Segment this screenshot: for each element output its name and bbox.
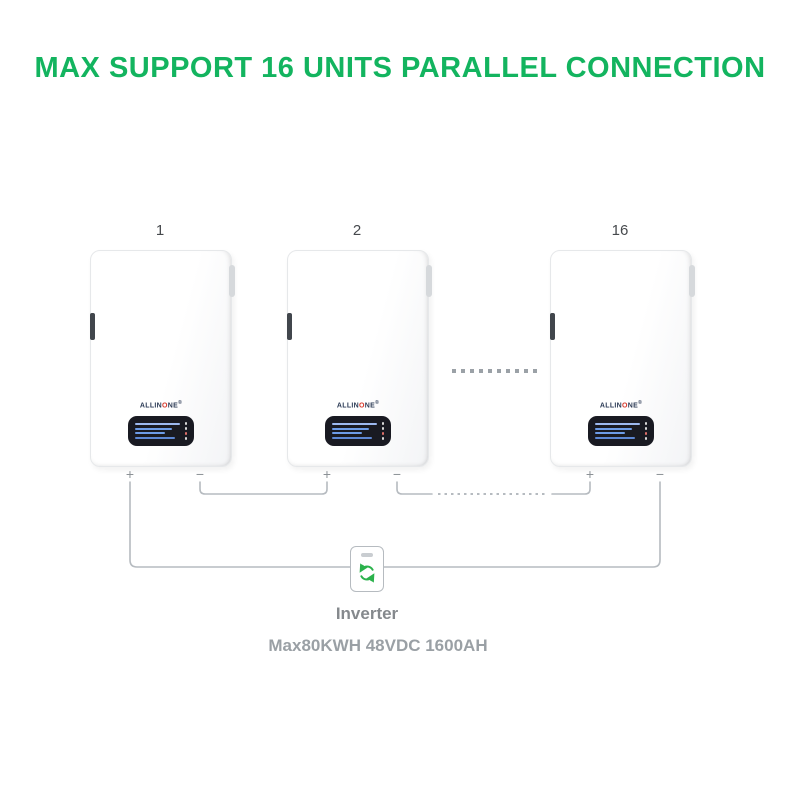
wire-minus-to-inverter: [383, 481, 661, 568]
logo-text-right: NE: [364, 402, 376, 409]
screen-line: [135, 427, 173, 430]
screen-line: [595, 427, 633, 430]
led-dot: [184, 432, 187, 435]
battery-unit-2: 2 ALLINONE® + −: [287, 222, 432, 487]
mount-notch: [287, 313, 292, 340]
screen-line: [595, 432, 626, 435]
logo-text-left: ALLIN: [599, 402, 623, 409]
registered-mark: ®: [638, 399, 643, 406]
side-tab: [229, 265, 235, 297]
led-dot: [184, 422, 187, 425]
battery-body: ALLINONE®: [550, 250, 695, 467]
screen-line: [332, 432, 363, 435]
led-indicators: [644, 422, 647, 440]
inverter-icon: [350, 546, 384, 592]
side-tab: [426, 265, 432, 297]
led-dot: [184, 437, 187, 440]
screen-line: [135, 432, 166, 435]
logo-text-right: NE: [167, 402, 179, 409]
led-indicators: [184, 422, 187, 440]
logo-text-left: ALLIN: [336, 402, 360, 409]
mount-notch: [550, 313, 555, 340]
led-dot: [381, 432, 384, 435]
brand-logo: ALLINONE®: [91, 399, 231, 410]
registered-mark: ®: [178, 399, 183, 406]
logo-text-left: ALLIN: [139, 402, 163, 409]
terminal-minus: −: [195, 466, 205, 482]
led-indicators: [381, 422, 384, 440]
unit-number-1: 1: [155, 222, 165, 239]
terminal-plus: +: [322, 466, 332, 482]
led-dot: [184, 427, 187, 430]
logo-o: O: [359, 402, 365, 409]
lcd-screen: [588, 416, 654, 446]
inverter-spec: Max80KWH 48VDC 1600AH: [268, 636, 488, 655]
unit-number-2: 2: [352, 222, 362, 239]
cycle-arrows-icon: [359, 563, 375, 583]
screen-text-lines: [135, 423, 180, 439]
led-dot: [644, 432, 647, 435]
mount-notch: [90, 313, 95, 340]
inverter-slot: [361, 553, 373, 557]
screen-line: [135, 423, 180, 426]
led-dot: [644, 437, 647, 440]
logo-o: O: [622, 402, 628, 409]
brand-logo: ALLINONE®: [551, 399, 691, 410]
screen-line: [595, 423, 640, 426]
screen-line: [595, 436, 636, 439]
wire-plus-to-inverter: [129, 481, 351, 568]
battery-body: ALLINONE®: [90, 250, 235, 467]
screen-line: [332, 423, 377, 426]
inverter-label: Inverter: [335, 604, 399, 623]
battery-body: ALLINONE®: [287, 250, 432, 467]
screen-text-lines: [595, 423, 640, 439]
screen-line: [332, 436, 373, 439]
terminal-plus: +: [125, 466, 135, 482]
brand-logo: ALLINONE®: [288, 399, 428, 410]
side-tab: [689, 265, 695, 297]
screen-text-lines: [332, 423, 377, 439]
screen-line: [332, 427, 370, 430]
led-dot: [644, 427, 647, 430]
led-dot: [644, 422, 647, 425]
registered-mark: ®: [375, 399, 380, 406]
unit-number-16: 16: [611, 222, 629, 239]
logo-text-right: NE: [627, 402, 639, 409]
lcd-screen: [128, 416, 194, 446]
terminal-minus: −: [392, 466, 402, 482]
terminal-plus: +: [585, 466, 595, 482]
battery-unit-16: 16 ALLINONE® + −: [550, 222, 695, 487]
logo-o: O: [162, 402, 168, 409]
led-dot: [381, 422, 384, 425]
battery-unit-1: 1 ALLINONE® + −: [90, 222, 235, 487]
led-dot: [381, 427, 384, 430]
led-dot: [381, 437, 384, 440]
terminal-minus: −: [655, 466, 665, 482]
diagram-title: MAX SUPPORT 16 UNITS PARALLEL CONNECTION: [34, 52, 766, 84]
screen-line: [135, 436, 176, 439]
lcd-screen: [325, 416, 391, 446]
